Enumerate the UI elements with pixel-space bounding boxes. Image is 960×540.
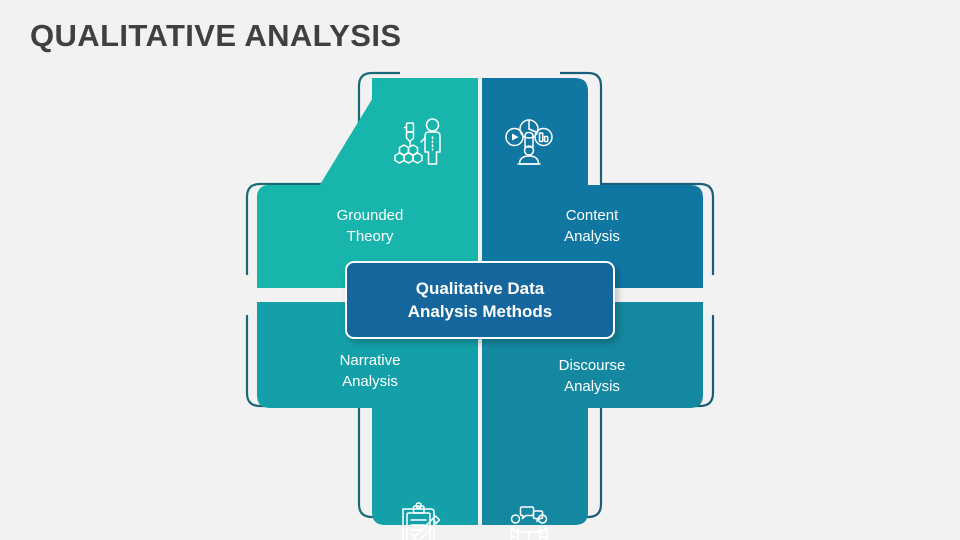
- outline-top-right: [560, 71, 715, 275]
- media-person-icon: [501, 114, 557, 170]
- quadrant-discourse-analysis[interactable]: [480, 300, 730, 530]
- quadrant-narrative-analysis[interactable]: [230, 300, 480, 530]
- center-badge-label: Qualitative Data Analysis Methods: [407, 278, 553, 321]
- quadrant-grounded-theory[interactable]: [230, 60, 480, 290]
- quadrant-content-analysis[interactable]: [480, 60, 730, 290]
- page-title: QUALITATIVE ANALYSIS: [30, 18, 402, 53]
- researcher-molecule-icon: [391, 114, 447, 170]
- meeting-discussion-icon: [501, 499, 557, 540]
- cross-diagram: Grounded Theory Content Analysis Narrati…: [230, 60, 730, 540]
- center-badge[interactable]: Qualitative Data Analysis Methods: [345, 261, 615, 339]
- clipboard-pencil-icon: [391, 499, 447, 540]
